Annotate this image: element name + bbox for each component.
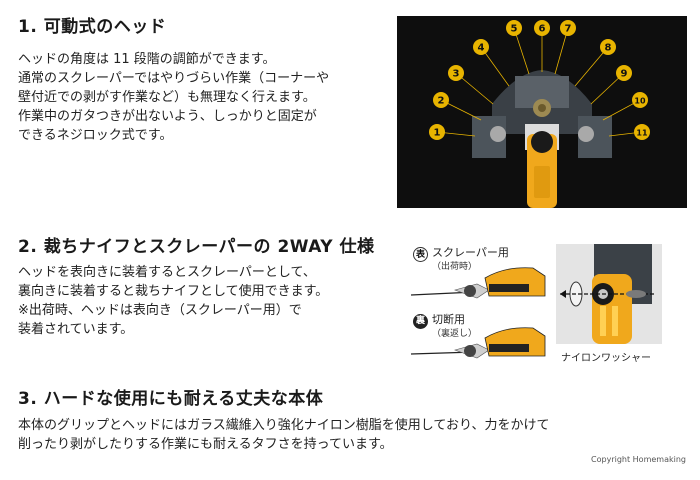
section-2-line: ヘッドを表向きに装着するとスクレーパーとして、 — [18, 265, 316, 280]
nylon-washer-label: ナイロンワッシャー — [561, 353, 651, 364]
angle-marker-circle — [429, 124, 445, 140]
scraper-use-label: スクレーパー用 — [432, 246, 509, 259]
flipped-label: （裏返し） — [432, 329, 478, 339]
angle-marker-number: 10 — [634, 97, 646, 106]
angle-marker-4: 4 — [473, 39, 489, 55]
angle-marker-circle — [632, 92, 648, 108]
copyright-text: Copyright Homemaking — [591, 455, 686, 464]
section-3-title: 3. ハードな使用にも耐える丈夫な本体 — [18, 389, 324, 409]
section-1-line: できるネジロック式です。 — [18, 128, 173, 143]
angle-marker-circle — [560, 20, 576, 36]
angle-marker-3: 3 — [448, 65, 464, 81]
nylon-washer-photo — [556, 244, 662, 344]
section-2-line: 裏向きに装着すると裁ちナイフとして使用できます。 — [18, 284, 329, 299]
arrow-left-icon — [560, 290, 566, 298]
angle-marker-number: 11 — [636, 129, 648, 138]
angle-markers: 1 2 3 4 5 6 7 8 9 10 11 — [429, 20, 650, 140]
section-2-line: 装着されています。 — [18, 322, 134, 337]
section-1-line: 作業中のガタつきが出ないよう、しっかりと固定が — [18, 109, 317, 124]
section-3-line: 本体のグリップとヘッドにはガラス繊維入り強化ナイロン樹脂を使用しており、力をかけ… — [18, 418, 550, 433]
section-3-description: 本体のグリップとヘッドにはガラス繊維入り強化ナイロン樹脂を使用しており、力をかけ… — [18, 416, 549, 454]
section-2-title: 2. 裁ちナイフとスクレーパーの 2WAY 仕様 — [18, 237, 375, 257]
angle-marker-number: 7 — [565, 24, 572, 35]
angle-marker-10: 10 — [632, 92, 648, 108]
adjustable-head-photo: 1 2 3 4 5 6 7 8 9 10 11 — [397, 16, 687, 208]
angle-marker-circle — [473, 39, 489, 55]
angle-marker-11: 11 — [634, 124, 650, 140]
section-1-title: 1. 可動式のヘッド — [18, 17, 167, 37]
angle-marker-number: 6 — [539, 24, 546, 35]
two-way-diagram — [405, 240, 557, 370]
section-2-description: ヘッドを表向きに装着するとスクレーパーとして、 裏向きに装着すると裁ちナイフとし… — [18, 263, 328, 339]
angle-marker-number: 2 — [438, 96, 445, 107]
angle-marker-number: 1 — [434, 128, 441, 139]
scraper-orientation-illustration — [410, 267, 546, 299]
angle-marker-5: 5 — [506, 20, 522, 36]
angle-marker-number: 3 — [453, 69, 460, 80]
angle-marker-circle — [433, 92, 449, 108]
cutting-use-label: 切断用 — [432, 313, 465, 326]
angle-marker-number: 4 — [478, 43, 485, 54]
section-1-line: 壁付近での剥がす作業など）も無理なく行えます。 — [18, 90, 316, 105]
angle-marker-number: 5 — [511, 24, 518, 35]
marker-leader-line — [455, 72, 494, 105]
angle-marker-circle — [448, 65, 464, 81]
back-side-badge: 裏 — [413, 314, 428, 329]
front-side-badge: 表 — [413, 247, 428, 262]
angle-marker-6: 6 — [534, 20, 550, 36]
angle-marker-7: 7 — [560, 20, 576, 36]
section-3-line: 削ったり剥がしたりする作業にも耐えるタフさを持っています。 — [18, 437, 393, 452]
marker-leader-line — [513, 27, 530, 75]
angle-marker-9: 9 — [616, 65, 632, 81]
section-2-line: ※出荷時、ヘッドは表向き（スクレーパー用）で — [18, 303, 302, 318]
section-1-line: 通常のスクレーパーではやりづらい作業（コーナーや — [18, 71, 330, 86]
marker-leader-line — [574, 46, 609, 87]
section-1-description: ヘッドの角度は 11 段階の調節ができます。 通常のスクレーパーではやりづらい作… — [18, 50, 329, 145]
angle-marker-2: 2 — [433, 92, 449, 108]
marker-leader-line — [480, 46, 510, 87]
angle-marker-number: 9 — [621, 69, 628, 80]
angle-marker-circle — [506, 20, 522, 36]
shipping-default-label: （出荷時） — [432, 262, 478, 272]
cutting-orientation-illustration — [410, 327, 546, 359]
angle-marker-circle — [534, 20, 550, 36]
angle-marker-circle — [600, 39, 616, 55]
section-1-line: ヘッドの角度は 11 段階の調節ができます。 — [18, 52, 276, 67]
angle-marker-circle — [616, 65, 632, 81]
angle-marker-8: 8 — [600, 39, 616, 55]
angle-marker-circle — [634, 124, 650, 140]
angle-marker-1: 1 — [429, 124, 445, 140]
angle-marker-number: 8 — [605, 43, 612, 54]
